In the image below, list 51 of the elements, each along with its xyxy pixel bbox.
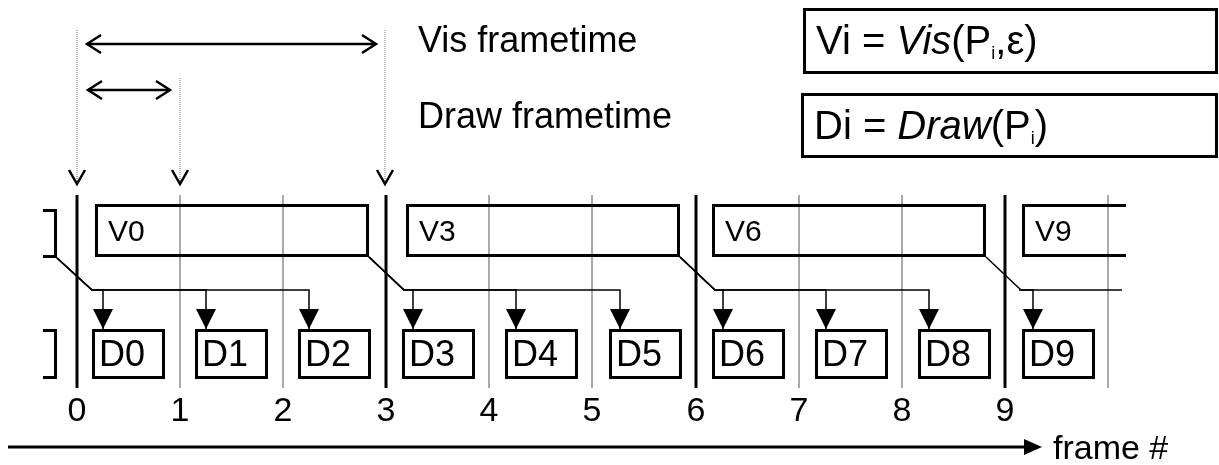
process-box	[1022, 204, 1126, 257]
box-label: D7	[822, 336, 869, 372]
box-label: D5	[616, 336, 663, 372]
frame-number: 3	[376, 392, 396, 426]
box-label: V3	[419, 215, 456, 246]
process-box	[712, 329, 785, 379]
box-label: D4	[512, 336, 559, 372]
process-box	[609, 329, 682, 379]
box-label: V6	[725, 215, 762, 246]
box-label: D6	[719, 336, 766, 372]
formula-box	[801, 93, 1218, 158]
box-label: D2	[305, 336, 352, 372]
axis-label: frame #	[1053, 430, 1169, 464]
arrow	[679, 256, 939, 330]
process-box	[406, 204, 680, 257]
frame-number: 4	[479, 392, 499, 426]
box-label: D1	[202, 336, 249, 372]
arrow	[985, 256, 1043, 330]
cut-off-box	[40, 209, 57, 258]
box-label: V9	[1035, 215, 1072, 246]
process-box	[712, 204, 986, 257]
process-box	[918, 329, 991, 379]
process-box	[195, 329, 268, 379]
frame-number: 1	[170, 392, 190, 426]
arrow	[56, 257, 319, 330]
process-box	[505, 329, 578, 379]
formula-text: Vi = Vis(P$_{i}$,ε)	[816, 20, 1038, 62]
box-label: D0	[99, 336, 146, 372]
dimension-label: Draw frametime	[418, 98, 673, 134]
dimension-label: Vis frametime	[418, 22, 638, 58]
frame-number: 6	[686, 392, 706, 426]
arrow	[368, 256, 630, 330]
box-label: D9	[1029, 336, 1076, 372]
frame-number: 5	[582, 392, 602, 426]
cut-off-box	[40, 329, 57, 379]
box-label: D8	[925, 336, 972, 372]
process-box	[92, 329, 165, 379]
formula-box	[803, 8, 1218, 74]
process-box	[1022, 329, 1095, 379]
frame-number: 2	[273, 392, 293, 426]
frame-number: 9	[995, 392, 1015, 426]
process-box	[815, 329, 888, 379]
process-box	[95, 204, 369, 257]
frame-number: 7	[789, 392, 809, 426]
formula-text: Di = Draw(P$_{i}$)	[814, 104, 1049, 147]
box-label: D3	[409, 336, 456, 372]
box-label: V0	[108, 215, 145, 246]
process-box	[402, 329, 475, 379]
process-box	[298, 329, 371, 379]
frame-number: 8	[892, 392, 912, 426]
frame-number: 0	[67, 392, 87, 426]
